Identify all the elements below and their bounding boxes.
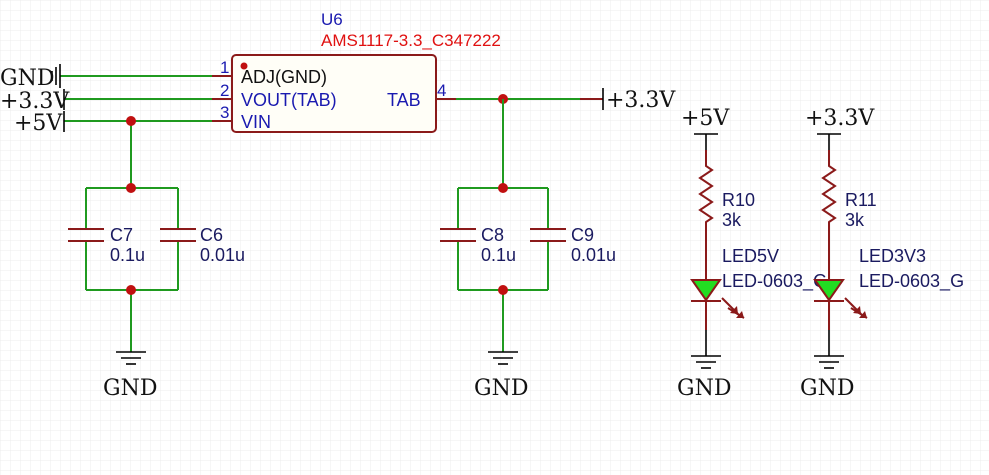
net-label-3v3-output: +3.3V — [606, 88, 676, 113]
junction-c7c6-top — [126, 183, 136, 193]
c9-value: 0.01u — [571, 245, 616, 265]
led3v3-value: LED-0603_G — [859, 271, 964, 292]
gnd-symbol-1[interactable]: GND — [103, 351, 157, 401]
r11-value: 3k — [845, 210, 865, 230]
c9-ref: C9 — [571, 225, 594, 245]
gnd-symbol-3[interactable]: GND — [677, 330, 731, 401]
u6-pin2-name: VOUT(TAB) — [241, 90, 337, 110]
c6-value: 0.01u — [200, 245, 245, 265]
led3v3-ref: LED3V3 — [859, 246, 926, 266]
u6-pin1-marker — [240, 62, 248, 70]
power-symbol-3v3[interactable]: +3.3V — [805, 106, 875, 150]
led3v3-arrow-1 — [853, 306, 861, 314]
u6-pin4-name: TAB — [387, 90, 421, 110]
u6-regulator[interactable]: U6 AMS1117-3.3_C347222 1 2 3 4 ADJ(GND) … — [212, 10, 501, 133]
led5v-arrow-1 — [730, 306, 738, 314]
r10-value: 3k — [722, 210, 742, 230]
u6-pin2-num: 2 — [220, 81, 229, 100]
u6-pin3-name: VIN — [241, 112, 271, 132]
net-3v3-output[interactable]: +3.3V — [456, 88, 676, 113]
led3v3-arrow-2 — [859, 311, 867, 318]
c8-value: 0.1u — [481, 245, 516, 265]
gnd-symbol-4[interactable]: GND — [800, 330, 854, 401]
resistor-r10[interactable]: R10 3k — [698, 150, 755, 240]
gnd-label-4: GND — [800, 376, 854, 401]
net-label-3v3-led: +3.3V — [805, 106, 875, 131]
capacitor-c7[interactable]: C7 0.1u — [68, 225, 145, 265]
output-cap-network[interactable] — [457, 99, 549, 352]
resistor-r11[interactable]: R11 3k — [821, 150, 877, 240]
gnd-symbol-2[interactable]: GND — [474, 351, 528, 401]
c7-value: 0.1u — [110, 245, 145, 265]
c6-ref: C6 — [200, 225, 223, 245]
led5v-triangle — [690, 279, 722, 302]
capacitor-c6[interactable]: C6 0.01u — [160, 225, 245, 265]
capacitor-c9[interactable]: C9 0.01u — [530, 225, 616, 265]
input-cap-network[interactable] — [85, 116, 179, 352]
u6-ref: U6 — [321, 10, 343, 29]
led5v-ref: LED5V — [722, 246, 779, 266]
junction-c7c6-bottom — [126, 285, 136, 295]
u6-body — [231, 54, 437, 133]
u6-value: AMS1117-3.3_C347222 — [321, 31, 501, 50]
net-label-3v3-left: +3.3V — [0, 89, 70, 114]
junction-vin — [126, 116, 136, 126]
gnd-label-2: GND — [474, 376, 528, 401]
led-led3v3[interactable]: LED3V3 LED-0603_G — [813, 240, 964, 330]
u6-pin3-num: 3 — [220, 103, 229, 122]
junction-c8c9-bottom — [498, 285, 508, 295]
c7-ref: C7 — [110, 225, 133, 245]
gnd-label-3: GND — [677, 376, 731, 401]
net-label-gnd-left: GND — [0, 66, 54, 91]
c8-ref: C8 — [481, 225, 504, 245]
led5v-arrow-2 — [736, 311, 744, 318]
net-label-5v-led: +5V — [681, 106, 730, 131]
junction-c8c9-top — [498, 183, 508, 193]
capacitor-c8[interactable]: C8 0.1u — [440, 225, 516, 265]
gnd-label-1: GND — [103, 376, 157, 401]
net-5v-left[interactable]: +5V — [14, 111, 232, 136]
r11-ref: R11 — [845, 190, 877, 210]
led5v-value: LED-0603_G — [722, 271, 827, 292]
power-symbol-5v[interactable]: +5V — [681, 106, 730, 150]
net-3v3-left[interactable]: +3.3V — [0, 89, 232, 114]
led3v3-triangle — [813, 279, 845, 302]
u6-pin1-num: 1 — [220, 58, 229, 77]
net-gnd-left[interactable]: GND — [0, 64, 232, 91]
u6-pin4-num: 4 — [437, 81, 446, 100]
u6-pin1-name: ADJ(GND) — [241, 67, 327, 87]
led-led5v[interactable]: LED5V LED-0603_G — [690, 240, 827, 330]
r10-ref: R10 — [722, 190, 755, 210]
net-label-5v-left: +5V — [14, 111, 63, 136]
